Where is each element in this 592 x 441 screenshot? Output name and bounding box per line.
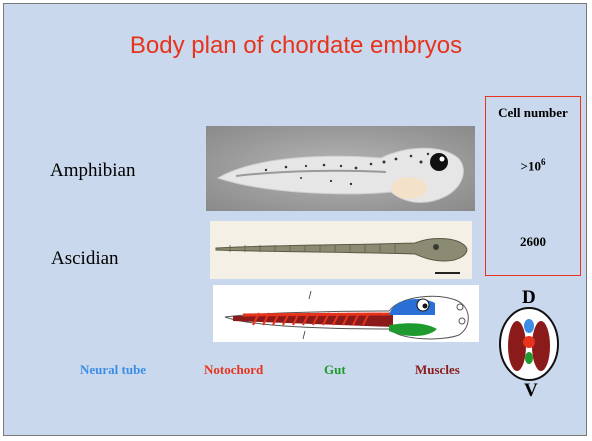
legend-notochord: Notochord (204, 362, 263, 378)
amphibian-tadpole-image (206, 126, 475, 211)
label-ascidian: Ascidian (51, 248, 119, 270)
legend-gut: Gut (324, 362, 346, 378)
cell-number-ascidian: 2600 (486, 234, 580, 250)
larva-schematic (213, 285, 479, 342)
cell-number-amphibian: >106 (486, 157, 580, 174)
label-amphibian: Amphibian (50, 160, 136, 182)
cell-number-amphibian-base: >10 (521, 158, 541, 173)
legend-neural-tube: Neural tube (80, 362, 146, 378)
cell-number-header: Cell number (486, 105, 580, 121)
cross-section-diagram (498, 306, 560, 382)
slide-title: Body plan of chordate embryos (4, 32, 588, 60)
slide: Body plan of chordate embryos Amphibian … (3, 3, 587, 436)
legend-muscles: Muscles (415, 362, 460, 378)
ascidian-larva-image (210, 221, 472, 279)
cell-number-box: Cell number >106 2600 (485, 96, 581, 276)
ventral-label: V (524, 380, 538, 402)
cell-number-amphibian-exponent: 6 (541, 157, 546, 167)
